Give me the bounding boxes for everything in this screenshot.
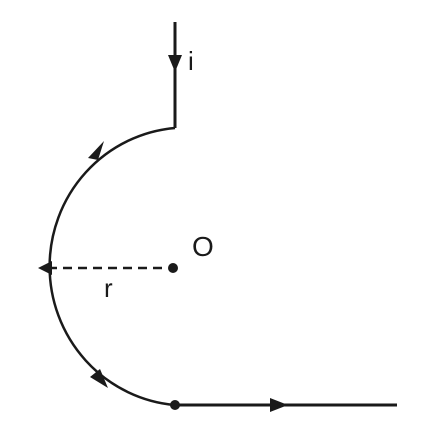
- current-arrow-right: [270, 398, 288, 412]
- current-arrow-down: [168, 55, 182, 72]
- semicircle-arc: [48, 126, 176, 407]
- arc-arrow-lower: [90, 369, 108, 388]
- current-label: i: [188, 46, 194, 76]
- junction-dot: [170, 400, 180, 410]
- center-label: O: [192, 231, 214, 262]
- radius-arrow: [38, 261, 52, 275]
- arc-arrow-upper: [88, 141, 104, 160]
- center-point: [168, 263, 178, 273]
- radius-label: r: [104, 273, 113, 303]
